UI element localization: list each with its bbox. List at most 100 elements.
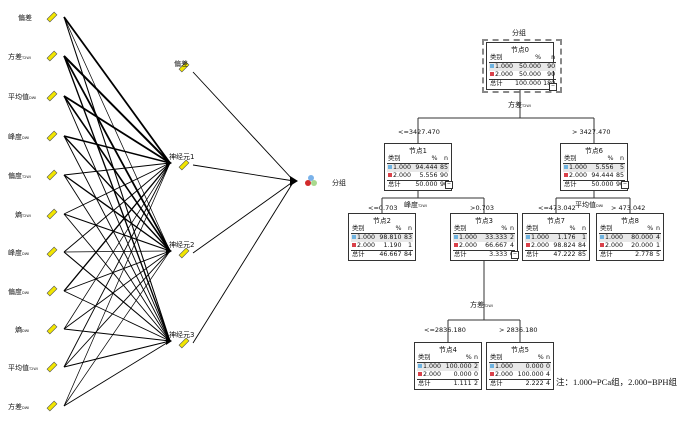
input-hidden-connection xyxy=(63,340,171,368)
col-n: n xyxy=(402,225,413,234)
hidden-output-connection xyxy=(192,164,295,182)
input-label: 方差DWI xyxy=(8,402,29,412)
class-cell: 2.000 xyxy=(599,242,627,251)
col-n: n xyxy=(576,225,587,234)
total-pct: 2.778 xyxy=(627,250,655,259)
split-variable: 平均值DWI xyxy=(575,201,604,209)
input-node-icon xyxy=(46,323,58,335)
node-title: 节点7 xyxy=(547,217,565,225)
arrowhead xyxy=(290,176,298,186)
class2-swatch xyxy=(490,372,494,376)
col-pct: % xyxy=(514,54,543,63)
tree-title: 分组 xyxy=(512,29,526,37)
node-title: 节点5 xyxy=(511,346,529,354)
collapse-toggle[interactable]: − xyxy=(511,251,519,259)
split-variable: 峰度T2WI xyxy=(404,201,427,209)
input-hidden-connection xyxy=(63,251,171,342)
input-hidden-connection xyxy=(63,55,171,164)
input-hidden-connection xyxy=(63,162,171,176)
n-cell: 85 xyxy=(615,172,624,179)
total-pct: 50.000 xyxy=(589,180,615,189)
n-cell: 1 xyxy=(407,242,412,249)
hidden-output-connection xyxy=(192,180,295,254)
total-label: 总计 xyxy=(599,250,628,259)
input-node-icon xyxy=(46,169,58,181)
n-cell: 83 xyxy=(402,233,413,242)
total-label: 总计 xyxy=(453,250,482,259)
arrowhead xyxy=(166,159,172,167)
input-hidden-connection xyxy=(63,135,171,164)
total-n: 2 xyxy=(472,379,479,388)
class2-swatch xyxy=(490,72,494,76)
input-hidden-connection xyxy=(63,135,171,342)
total-label: 总计 xyxy=(417,379,444,388)
col-pct: % xyxy=(413,155,439,164)
n-cell: 0 xyxy=(544,362,551,371)
input-hidden-connection xyxy=(63,250,171,368)
input-name: 平均值 xyxy=(8,364,29,372)
input-hidden-connection xyxy=(63,95,171,252)
total-label: 总计 xyxy=(351,250,378,259)
bias-label: 偏差 xyxy=(174,60,188,68)
class-cell: 2.000 xyxy=(453,242,481,251)
n-cell: 84 xyxy=(577,242,586,249)
col-pct: % xyxy=(481,225,509,234)
pct-cell: 20.000 xyxy=(631,242,654,249)
pct-cell: 98.824 xyxy=(553,242,576,249)
input-name: 峰度 xyxy=(8,133,22,141)
total-pct: 2.222 xyxy=(515,379,545,388)
pct-cell: 0.000 xyxy=(515,362,545,371)
pct-cell: 94.444 xyxy=(413,163,439,172)
class-cell: 1.000 xyxy=(599,233,628,242)
pct-cell: 98.810 xyxy=(377,233,403,242)
input-label: 熵T2WI xyxy=(15,210,31,220)
class1-swatch xyxy=(454,235,458,239)
input-subscript: T2WI xyxy=(29,367,38,371)
arrowhead xyxy=(166,337,172,345)
pct-cell: 50.000 xyxy=(519,71,542,78)
collapse-toggle[interactable]: − xyxy=(549,83,557,91)
pct-cell: 5.556 xyxy=(589,163,615,172)
input-hidden-connection xyxy=(63,135,171,252)
class1-swatch xyxy=(600,235,604,239)
input-name: 方差 xyxy=(8,403,22,411)
input-node-icon xyxy=(46,130,58,142)
split-condition: > 2836.180 xyxy=(499,326,538,334)
hidden-node-icon xyxy=(178,337,190,349)
total-pct: 1.111 xyxy=(443,379,473,388)
output-label: 分组 xyxy=(332,179,346,187)
col-cat: 类别 xyxy=(387,155,414,164)
class-cell: 2.000 xyxy=(387,172,413,181)
input-label: 偏度DWI xyxy=(8,287,29,297)
input-label: 峰度DWI xyxy=(8,132,29,142)
input-subscript: DWI xyxy=(22,252,30,256)
collapse-toggle[interactable]: − xyxy=(621,181,629,189)
col-pct: % xyxy=(377,225,403,234)
class2-swatch xyxy=(454,243,458,247)
collapse-toggle[interactable]: − xyxy=(445,181,453,189)
input-name: 偏度 xyxy=(8,288,22,296)
input-hidden-connection xyxy=(63,250,171,253)
n-cell: 90 xyxy=(547,71,556,78)
n-cell: 85 xyxy=(438,163,449,172)
n-cell: 4 xyxy=(509,242,514,249)
input-hidden-connection xyxy=(63,174,171,252)
class1-swatch xyxy=(490,364,494,368)
col-n: n xyxy=(544,354,551,363)
class-cell: 2.000 xyxy=(525,242,551,251)
input-hidden-connection xyxy=(63,16,171,342)
